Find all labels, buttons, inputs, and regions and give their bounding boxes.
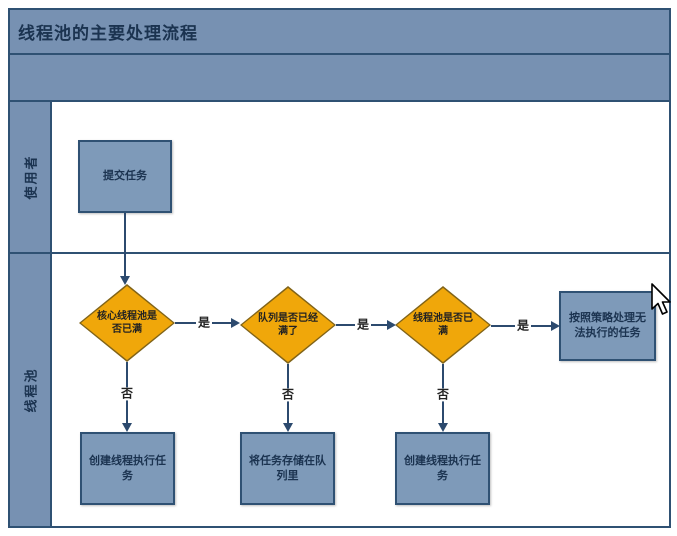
arrowhead-right-icon: [387, 320, 396, 330]
swimlane-pool: 线程池的主要处理流程 使用者 线程池: [8, 8, 671, 528]
mouse-cursor-icon: [651, 283, 671, 315]
diagram-title-bar: 线程池的主要处理流程: [10, 10, 669, 55]
lane-threadpool-label-column: 线程池: [10, 254, 52, 526]
node-submit-task: 提交任务: [78, 140, 172, 213]
header-band: [10, 55, 669, 102]
edge-label-yes-2: 是: [354, 317, 372, 332]
node-store-in-queue: 将任务存储在队列里: [240, 432, 335, 505]
diagram-title: 线程池的主要处理流程: [18, 24, 198, 43]
lane-user-label: 使用者: [23, 154, 39, 200]
node-create-thread-1: 创建线程执行任务: [80, 432, 175, 505]
arrowhead-down-icon: [438, 423, 448, 432]
connector-submit-to-decision1: [124, 213, 126, 276]
edge-label-no-1: 否: [118, 386, 136, 401]
node-create-thread-2: 创建线程执行任务: [395, 432, 490, 505]
edge-label-yes-3: 是: [514, 318, 532, 333]
edge-label-no-2: 否: [279, 387, 297, 402]
edge-label-no-3: 否: [434, 387, 452, 402]
arrowhead-down-icon: [120, 276, 130, 285]
arrowhead-down-icon: [122, 423, 132, 432]
arrowhead-down-icon: [283, 423, 293, 432]
edge-label-yes-1: 是: [195, 315, 213, 330]
lane-user-label-column: 使用者: [10, 102, 52, 252]
arrowhead-right-icon: [231, 318, 240, 328]
arrowhead-right-icon: [551, 321, 560, 331]
node-policy-handle: 按照策略处理无法执行的任务: [559, 291, 656, 361]
lane-threadpool-label: 线程池: [23, 367, 39, 413]
